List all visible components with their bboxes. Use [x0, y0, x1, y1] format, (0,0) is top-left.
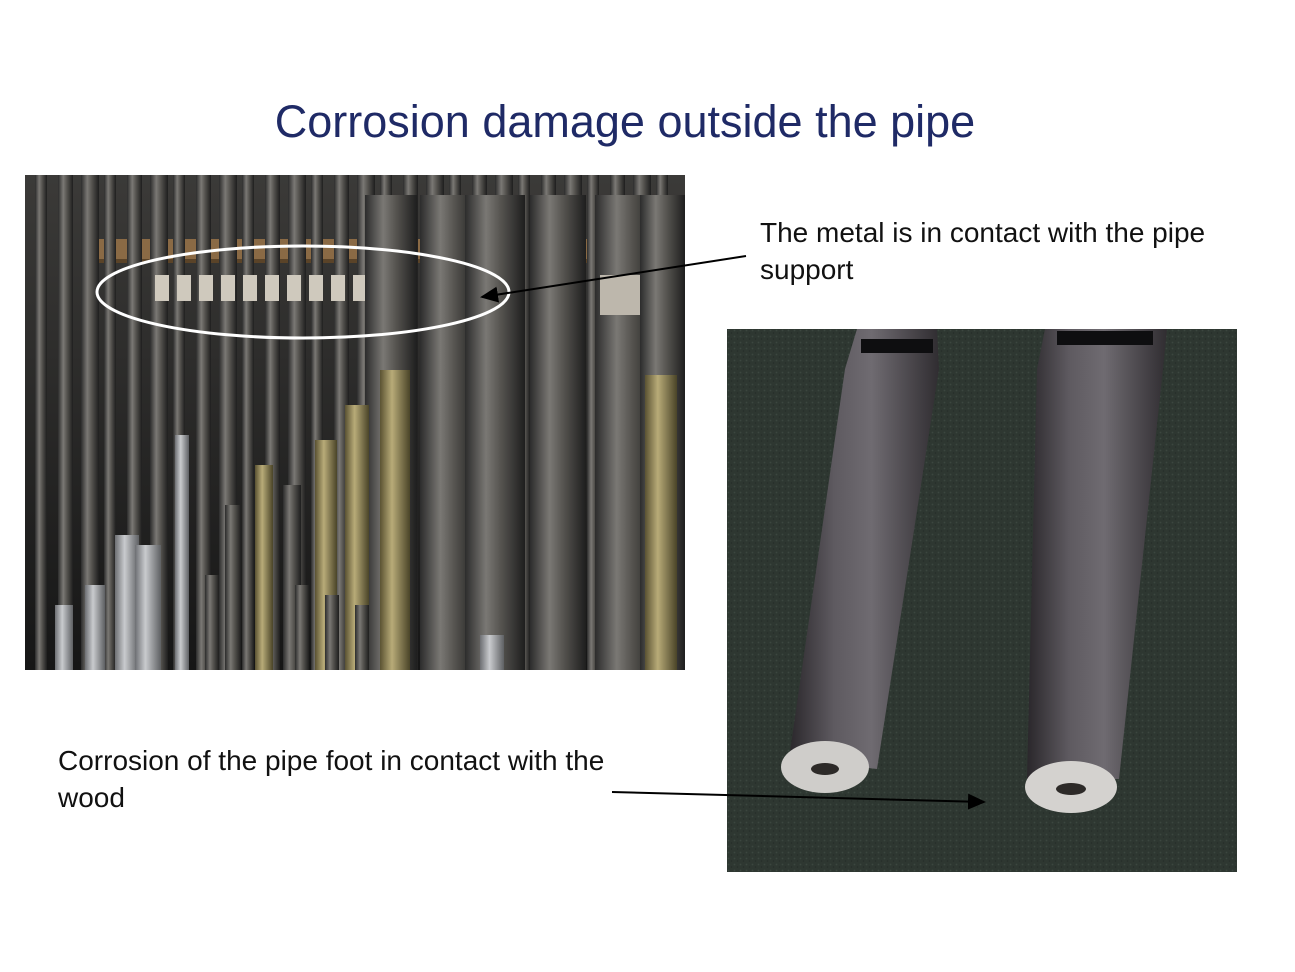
organ-pipe-small	[205, 575, 219, 670]
organ-pipe-small	[295, 585, 309, 670]
organ-pipe-small	[175, 435, 189, 670]
organ-pipe	[242, 175, 254, 670]
organ-pipe-small	[480, 635, 504, 670]
corrosion-mark	[221, 275, 235, 301]
pipe-support-caption: The metal is in contact with the pipe su…	[760, 217, 1206, 285]
corrosion-mark	[309, 275, 323, 301]
corrosion-mark	[353, 275, 367, 301]
organ-pipe	[530, 195, 586, 670]
corrosion-mark	[265, 275, 279, 301]
organ-pipe-small	[380, 370, 410, 670]
corrosion-mark	[243, 275, 257, 301]
pipe-feet-photo	[727, 329, 1237, 872]
organ-pipe-small	[355, 605, 369, 670]
organ-pipe	[81, 175, 99, 670]
pipe-foot-caption: Corrosion of the pipe foot in contact wi…	[58, 745, 605, 813]
organ-pipes-illustration	[25, 175, 685, 670]
corrosion-mark	[155, 275, 169, 301]
organ-pipe-small	[55, 605, 73, 670]
organ-pipe	[35, 175, 47, 670]
corrosion-mark	[287, 275, 301, 301]
organ-pipe	[58, 175, 73, 670]
organ-pipe-small	[325, 595, 339, 670]
organ-pipe-small	[85, 585, 105, 670]
organ-pipes-photo	[25, 175, 685, 670]
organ-pipe-small	[255, 465, 273, 670]
organ-pipe-small	[645, 375, 677, 670]
corrosion-mark	[199, 275, 213, 301]
corrosion-mark	[177, 275, 191, 301]
organ-pipe	[465, 195, 525, 670]
corrosion-mark	[600, 275, 640, 315]
organ-pipe	[104, 175, 116, 670]
organ-pipe-small	[225, 505, 241, 670]
organ-pipe-small	[135, 545, 161, 670]
pipe-feet-illustration	[727, 329, 1237, 872]
slide-title: Corrosion damage outside the pipe	[274, 96, 976, 147]
corrosion-mark	[331, 275, 345, 301]
